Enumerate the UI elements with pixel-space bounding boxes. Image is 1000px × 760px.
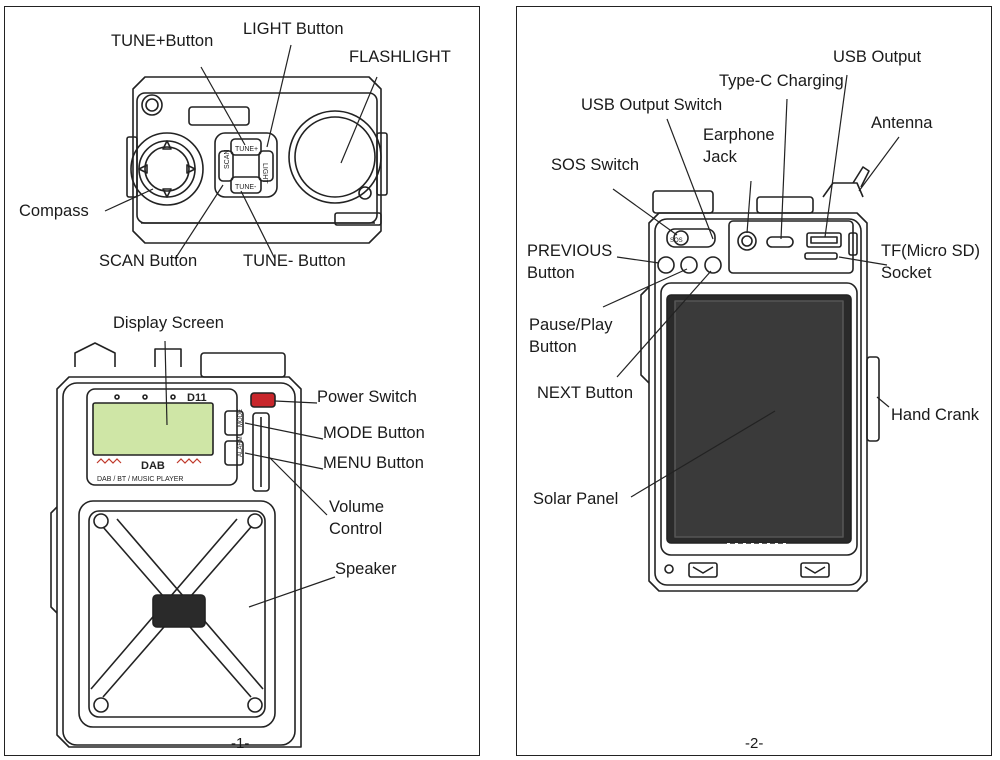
label-pause-play-line1: Pause/Play [529,316,613,334]
speaker-grille [78,500,276,728]
label-tune-plus: TUNE+Button [111,32,214,50]
compass-icon [130,132,204,206]
front-device-illustration: SCAN TUNE+ TUNE- LIGHT D11 DAB DAB / BT … [50,44,388,748]
label-tune-minus: TUNE- Button [243,252,346,270]
earphone-jack-icon [737,231,757,251]
label-mode-button: MODE Button [323,424,425,442]
solar-indicator-dots [727,291,786,546]
label-solar-panel: Solar Panel [533,490,619,508]
back-device-illustration: SOS [602,74,900,592]
label-light: LIGHT Button [243,20,344,38]
label-scan: SCAN Button [99,252,198,270]
label-earphone-line1: Earphone [703,126,775,144]
label-power-switch: Power Switch [317,388,417,406]
label-type-c-charging: Type-C Charging [719,72,844,90]
front-view-device [50,342,302,748]
front-callout-lines [104,44,378,608]
page-number: -1- [231,735,250,752]
type-c-port-icon [766,236,794,248]
label-hand-crank: Hand Crank [891,406,980,424]
label-tf-line2: Socket [881,264,932,282]
label-volume-line1: Volume [329,498,385,516]
label-volume-line2: Control [329,520,383,538]
label-antenna: Antenna [871,114,933,132]
pause-play-button-icon [680,256,698,274]
back-callout-lines [602,74,900,498]
label-flashlight: FLASHLIGHT [349,48,451,66]
device-subtitle-text: DAB / BT / MUSIC PLAYER [97,476,184,483]
label-previous-line1: PREVIOUS [527,242,613,260]
next-button-icon [704,256,722,274]
top-view-device [126,76,388,244]
page-number: -2- [745,735,764,752]
mode-key-text: MODE [238,409,244,427]
power-switch-icon [250,392,276,408]
label-sos-switch: SOS Switch [551,156,640,174]
label-menu-button: MENU Button [323,454,424,472]
label-previous-line2: Button [527,264,575,282]
brand-text: DAB [141,460,165,472]
panel-front-view: SCAN TUNE+ TUNE- LIGHT D11 DAB DAB / BT … [4,6,480,756]
label-tf-line1: TF(Micro SD) [881,242,980,260]
scan-key-text: SCAN [224,150,231,169]
flashlight-icon [288,110,382,204]
label-usb-output: USB Output [833,48,922,66]
label-display-screen: Display Screen [113,314,224,332]
panel-back-view: SOS USB Output Type-C Charging USB Outpu… [516,6,992,756]
tune-buttons-cluster [214,132,278,198]
tune-minus-key-text: TUNE- [235,184,257,191]
alarm-key-text: ALARM [238,436,244,457]
model-text: D11 [187,392,207,404]
label-compass: Compass [19,202,89,220]
label-speaker: Speaker [335,560,397,578]
lcd-display [92,402,214,456]
usb-port-icon [806,232,842,248]
sos-switch-icon [666,228,716,248]
light-key-text: LIGHT [261,163,268,184]
previous-button-icon [657,256,675,274]
label-earphone-line2: Jack [703,148,737,166]
label-next-button: NEXT Button [537,384,633,402]
label-usb-output-switch: USB Output Switch [581,96,723,114]
sos-key-text: SOS [670,238,683,244]
tf-socket-icon [804,252,838,260]
label-pause-play-line2: Button [529,338,577,356]
tune-plus-key-text: TUNE+ [235,146,258,153]
